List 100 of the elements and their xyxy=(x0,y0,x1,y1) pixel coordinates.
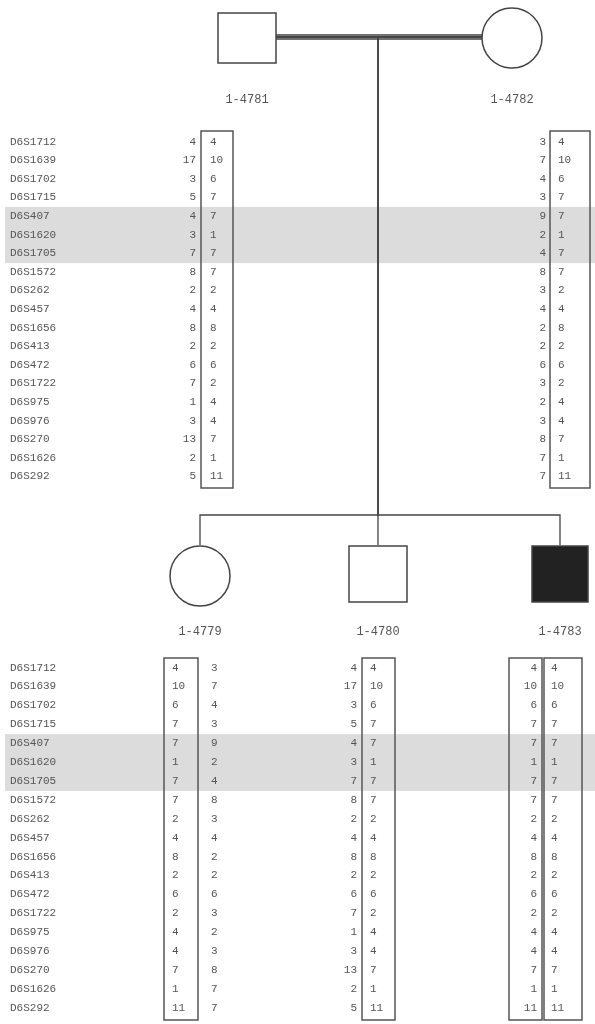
allele-value: 7 xyxy=(558,191,565,205)
allele-value: 3 xyxy=(539,414,546,428)
allele-value: 10 xyxy=(558,154,572,168)
allele-value: 4 xyxy=(530,926,537,940)
allele-value: 1 xyxy=(189,395,196,409)
marker-name: D6S1712 xyxy=(10,661,57,675)
allele-value: 2 xyxy=(558,284,565,298)
allele-value: 2 xyxy=(189,284,196,298)
allele-value: 4 xyxy=(370,945,377,958)
allele-value: 3 xyxy=(539,191,546,205)
allele-value: 7 xyxy=(210,191,217,205)
allele-value: 7 xyxy=(210,247,217,261)
marker-name: D6S1639 xyxy=(10,680,57,694)
allele-value: 17 xyxy=(343,680,357,694)
allele-value: 5 xyxy=(350,1001,357,1015)
allele-value: 8 xyxy=(539,265,546,279)
marker-name: D6S472 xyxy=(10,358,50,372)
allele-value: 4 xyxy=(370,661,377,675)
allele-value: 4 xyxy=(558,302,565,316)
allele-value: 4 xyxy=(189,302,196,316)
allele-value: 6 xyxy=(211,888,218,902)
allele-value: 4 xyxy=(172,661,179,675)
allele-value: 3 xyxy=(350,756,357,769)
allele-value: 7 xyxy=(551,963,558,977)
allele-value: 2 xyxy=(551,907,558,921)
allele-value: 6 xyxy=(189,358,196,372)
allele-value: 1 xyxy=(370,756,377,769)
marker-name: D6S1722 xyxy=(10,377,57,391)
allele-value: 7 xyxy=(370,963,377,977)
allele-value: 8 xyxy=(558,321,565,335)
allele-value: 2 xyxy=(211,756,218,769)
marker-name: D6S975 xyxy=(10,926,50,940)
allele-value: 7 xyxy=(210,433,217,447)
marker-name: D6S1620 xyxy=(10,228,57,242)
allele-value: 7 xyxy=(370,793,377,807)
marker-name: D6S270 xyxy=(10,963,50,977)
allele-value: 1 xyxy=(551,756,558,769)
allele-value: 7 xyxy=(558,247,565,261)
marker-name: D6S292 xyxy=(10,470,50,484)
allele-value: 13 xyxy=(343,963,357,977)
marker-name: D6S1722 xyxy=(10,907,57,921)
allele-value: 2 xyxy=(172,812,179,826)
allele-value: 7 xyxy=(370,737,377,751)
allele-value: 7 xyxy=(539,451,546,465)
allele-value: 7 xyxy=(370,718,377,732)
allele-value: 2 xyxy=(539,228,546,242)
allele-value: 7 xyxy=(189,377,196,391)
marker-name: D6S1656 xyxy=(10,850,57,864)
allele-value: 4 xyxy=(172,945,179,958)
allele-value: 2 xyxy=(551,869,558,883)
marker-name: D6S1572 xyxy=(10,265,57,279)
allele-value: 4 xyxy=(210,414,217,428)
allele-value: 8 xyxy=(211,963,218,977)
allele-value: 7 xyxy=(539,470,546,484)
allele-value: 7 xyxy=(172,718,179,732)
allele-value: 10 xyxy=(370,680,384,694)
allele-value: 2 xyxy=(539,340,546,354)
allele-value: 4 xyxy=(210,135,217,149)
allele-value: 1 xyxy=(210,451,217,465)
marker-name: D6S292 xyxy=(10,1001,50,1015)
allele-value: 7 xyxy=(558,433,565,447)
allele-value: 1 xyxy=(210,228,217,242)
allele-value: 7 xyxy=(551,718,558,732)
allele-value: 1 xyxy=(551,982,558,996)
allele-value: 4 xyxy=(211,831,218,845)
allele-value: 8 xyxy=(211,793,218,807)
allele-value: 11 xyxy=(210,470,224,484)
marker-name: D6S1712 xyxy=(10,135,57,149)
marker-name: D6S976 xyxy=(10,945,50,958)
allele-value: 4 xyxy=(530,831,537,845)
allele-value: 7 xyxy=(370,774,377,788)
allele-value: 1 xyxy=(530,982,537,996)
allele-value: 7 xyxy=(172,793,179,807)
allele-value: 6 xyxy=(350,888,357,902)
consanguineous-mating-line xyxy=(275,34,483,40)
allele-value: 1 xyxy=(558,228,565,242)
marker-name: D6S457 xyxy=(10,831,50,845)
allele-value: 4 xyxy=(530,661,537,675)
allele-value: 9 xyxy=(211,737,218,751)
allele-value: 4 xyxy=(210,302,217,316)
marker-name: D6S1626 xyxy=(10,451,57,465)
allele-value: 7 xyxy=(530,718,537,732)
allele-value: 4 xyxy=(370,831,377,845)
allele-value: 7 xyxy=(530,774,537,788)
allele-value: 3 xyxy=(211,945,218,958)
allele-value: 1 xyxy=(530,756,537,769)
allele-value: 5 xyxy=(350,718,357,732)
allele-value: 2 xyxy=(172,869,179,883)
allele-value: 3 xyxy=(539,135,546,149)
allele-value: 7 xyxy=(558,209,565,223)
allele-value: 2 xyxy=(558,377,565,391)
allele-value: 2 xyxy=(370,812,377,826)
marker-name: D6S1715 xyxy=(10,191,57,205)
allele-value: 4 xyxy=(211,774,218,788)
allele-value: 4 xyxy=(350,737,357,751)
marker-name: D6S1702 xyxy=(10,172,57,186)
allele-value: 4 xyxy=(350,831,357,845)
allele-value: 2 xyxy=(558,340,565,354)
allele-value: 2 xyxy=(539,321,546,335)
allele-value: 8 xyxy=(350,793,357,807)
